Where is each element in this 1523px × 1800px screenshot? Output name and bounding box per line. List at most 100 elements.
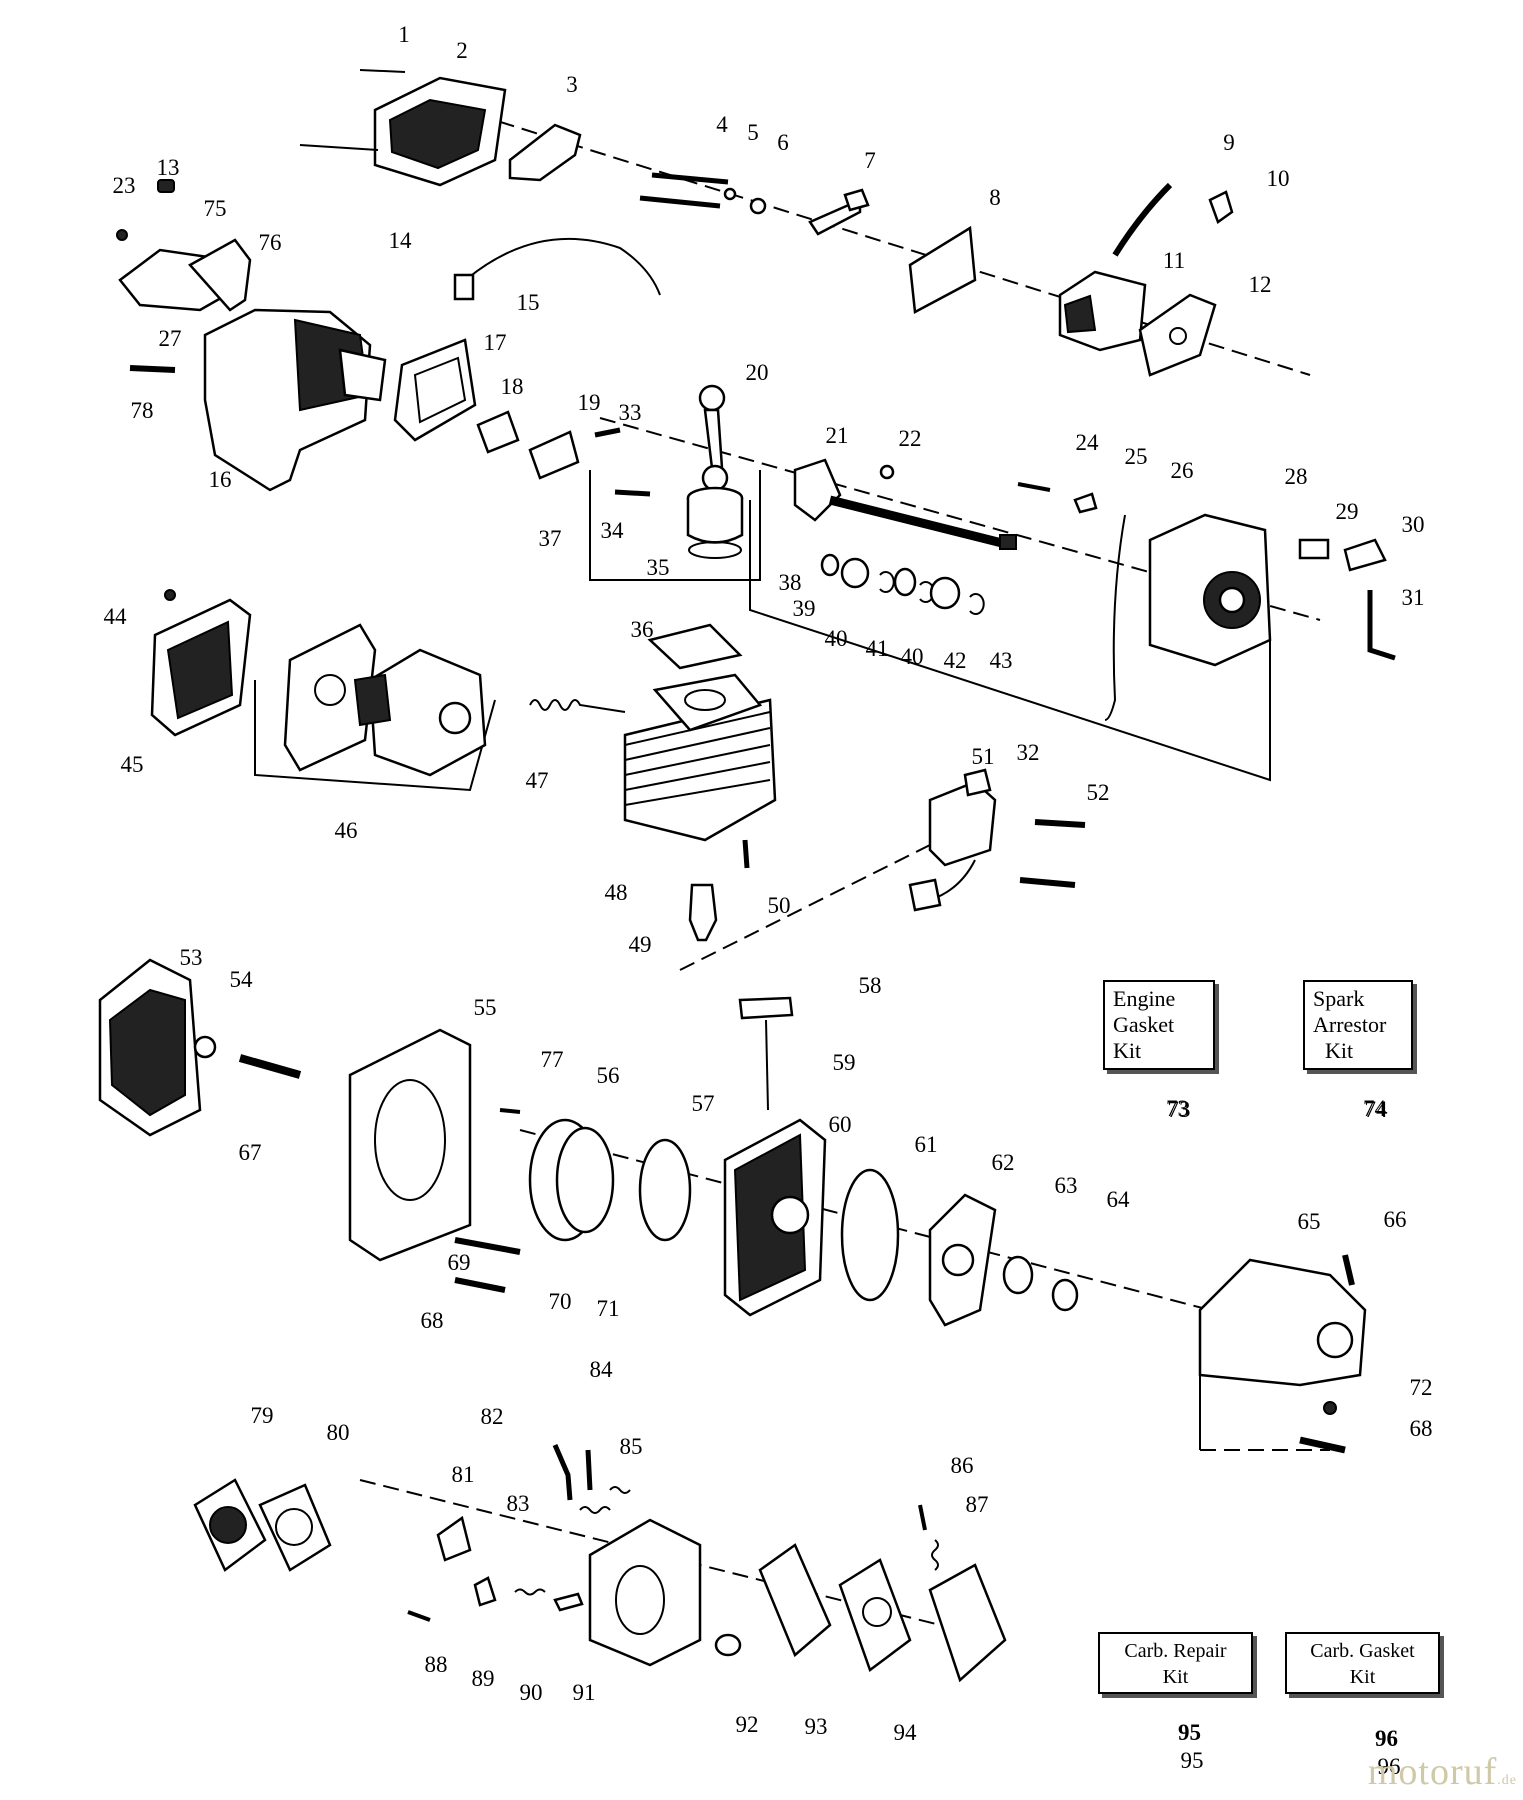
callout-number: 60 (829, 1112, 852, 1137)
callout-number: 61 (915, 1132, 938, 1157)
callout-number: 86 (951, 1453, 974, 1478)
callout-number: 51 (972, 744, 995, 769)
callout-number: 15 (517, 290, 540, 315)
callout-number: 38 (779, 570, 802, 595)
callout-number: 37 (539, 526, 562, 551)
callout-number: 50 (768, 893, 791, 918)
callout-number: 83 (507, 1491, 530, 1516)
carb-gasket-kit-number: 96 (1375, 1726, 1398, 1751)
callout-number: 45 (121, 752, 144, 777)
throttle-link (808, 188, 870, 236)
callout-number: 53 (180, 945, 203, 970)
callout-number: 59 (833, 1050, 856, 1075)
kit-line: Kit (1113, 1038, 1142, 1063)
callout-number: 48 (605, 880, 628, 905)
callout-number: 55 (474, 995, 497, 1020)
carb-elbow (436, 1515, 472, 1562)
fuel-line (1112, 182, 1173, 257)
callout-number: 63 (1055, 1173, 1078, 1198)
callout-number: 92 (736, 1712, 759, 1737)
callout-number: 36 (631, 617, 654, 642)
kit-line: Engine (1113, 986, 1176, 1011)
callout-number: 4 (716, 112, 728, 137)
callout-number: 39 (793, 596, 816, 621)
callout-number: 49 (629, 932, 652, 957)
callout-number: 90 (520, 1680, 543, 1705)
choke-lever (508, 123, 582, 182)
callout-number: 66 (1384, 1207, 1407, 1232)
callout-number: 82 (481, 1404, 504, 1429)
callout-number: 93 (805, 1714, 828, 1739)
callout-number: 77 (541, 1047, 564, 1072)
gear-housing (1198, 1254, 1367, 1454)
callout-number: 13 (157, 155, 180, 180)
callout-number: 47 (526, 768, 549, 793)
muffler-assembly (283, 623, 487, 777)
bearings-and-seals (820, 553, 985, 615)
crankshaft (793, 458, 1017, 550)
callout-number: 42 (944, 648, 967, 673)
callout-number: 23 (113, 173, 136, 198)
crankcase-half (879, 464, 1396, 721)
ignition-coil (742, 768, 1086, 912)
diaphragm-plates (758, 1504, 1007, 1683)
callout-number: 62 (992, 1150, 1015, 1175)
callout-number: 70 (549, 1289, 572, 1314)
callout-number: 65 (1298, 1209, 1321, 1234)
kit-line: Kit (1162, 1666, 1189, 1688)
carb-repair-kit-number: 95 (1178, 1720, 1201, 1745)
callout-number: 64 (1107, 1187, 1131, 1212)
callout-number: 2 (456, 38, 468, 63)
callout-number: 75 (204, 196, 227, 221)
crankcase-gasket (393, 338, 477, 442)
carburetor-body-exploded (588, 1518, 742, 1667)
callout-number: 30 (1402, 512, 1425, 537)
fan-housing (348, 1028, 521, 1293)
engine-gasket-kit-box: Engine Gasket Kit (1103, 980, 1215, 1070)
callout-number: 74 (1365, 1097, 1389, 1122)
callout-number: 84 (590, 1357, 614, 1382)
kit-line: Kit (1349, 1666, 1376, 1688)
callout-number: 5 (747, 120, 759, 145)
engine-housing (129, 308, 387, 492)
callout-number: 33 (619, 400, 642, 425)
callout-number: 24 (1076, 430, 1100, 455)
callout-number: 8 (989, 185, 1001, 210)
callout-number: 95 (1181, 1748, 1204, 1773)
carb-adapter-plate (908, 225, 977, 314)
spark-plug (688, 883, 718, 942)
spark-arrestor-kit-number: 74 (1363, 1096, 1386, 1121)
callout-number: 54 (230, 967, 254, 992)
callout-number: 21 (826, 423, 849, 448)
callout-number: 91 (573, 1680, 596, 1705)
callout-number: 78 (131, 398, 154, 423)
callout-number: 46 (335, 818, 358, 843)
callout-number: 11 (1163, 248, 1185, 273)
callout-number: 73 (1168, 1097, 1191, 1122)
kit-line: Carb. Gasket (1310, 1640, 1415, 1662)
fuel-cap-assembly (116, 179, 252, 312)
callout-number: 58 (859, 973, 882, 998)
carb-gaskets (193, 1478, 332, 1572)
watermark-suffix: .de (1497, 1773, 1517, 1788)
spark-arrestor-kit-box: Spark Arrestor Kit (1303, 980, 1413, 1070)
callout-number: 57 (692, 1091, 715, 1116)
callout-number: 19 (578, 390, 601, 415)
ignition-wire (453, 237, 661, 301)
callout-number: 16 (209, 467, 232, 492)
primer-bulb (1208, 190, 1234, 224)
kit-line: Arrestor (1313, 1012, 1387, 1037)
callout-number: 89 (472, 1666, 495, 1691)
callout-number: 27 (159, 326, 182, 351)
callout-number: 96 (1378, 1754, 1401, 1779)
callout-number: 71 (597, 1296, 620, 1321)
connecting-rod (698, 384, 729, 492)
callout-number: 3 (566, 72, 578, 97)
flywheel (98, 958, 302, 1137)
piston (614, 486, 744, 559)
callout-number: 22 (899, 426, 922, 451)
callout-number: 29 (1336, 499, 1359, 524)
reed-plate (476, 410, 621, 480)
callout-number: 34 (601, 518, 625, 543)
